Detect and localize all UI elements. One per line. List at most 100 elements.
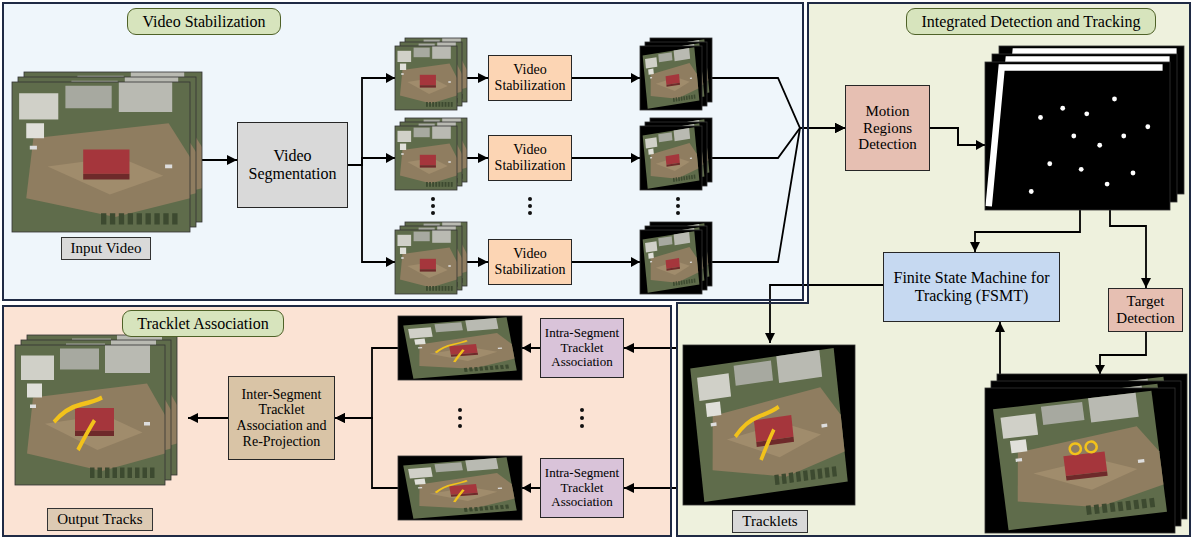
ellipsis-dot	[458, 416, 462, 420]
vehicle	[690, 157, 692, 159]
building	[19, 93, 58, 119]
motion-blob	[1047, 161, 1052, 166]
video-frame	[398, 316, 522, 380]
video-frame	[395, 126, 457, 190]
ellipsis-dot	[528, 211, 532, 215]
tree-row	[832, 466, 837, 477]
tree-row	[426, 286, 428, 291]
warp-ground	[640, 230, 702, 294]
arrow-head	[522, 483, 531, 493]
tree-row	[479, 507, 483, 511]
tree-row	[110, 213, 115, 224]
roof-shadow	[420, 85, 436, 87]
tree-row	[1118, 502, 1124, 512]
building	[645, 57, 657, 68]
vehicle	[30, 146, 37, 150]
tree-row	[817, 468, 822, 479]
building	[706, 402, 722, 417]
building	[414, 339, 425, 345]
tree-row	[451, 182, 453, 187]
box-label: Intra-Segment Tracklet Association	[544, 326, 620, 370]
tree-row	[432, 286, 434, 291]
building	[658, 236, 672, 246]
panel-fill	[2, 305, 672, 537]
tree-row	[691, 175, 693, 179]
track-line	[54, 398, 102, 423]
roof-shadow	[1066, 471, 1108, 480]
tree-row	[90, 468, 95, 479]
motion-blob	[1084, 111, 1089, 116]
vehicle	[418, 347, 422, 349]
motion-ground	[985, 62, 1170, 210]
building	[434, 462, 462, 472]
ellipsis-dot	[580, 408, 584, 412]
tree-row	[484, 366, 488, 370]
building	[414, 48, 430, 58]
tree-row	[445, 182, 447, 187]
ellipsis-dot	[431, 197, 435, 201]
tree-row	[686, 96, 688, 100]
tree-row	[495, 365, 499, 369]
frame-border	[683, 345, 855, 505]
tree-row	[438, 286, 440, 291]
building	[658, 132, 672, 142]
tree-row	[432, 182, 434, 187]
video-frame	[640, 230, 702, 294]
ellipsis-dot	[676, 211, 680, 215]
panel-fill	[2, 2, 804, 301]
vehicle	[690, 77, 692, 79]
vehicle	[401, 73, 403, 75]
vehicle	[498, 487, 502, 489]
ground	[403, 317, 517, 379]
dirt-area	[27, 384, 165, 472]
process-box: Target Detection	[1108, 288, 1183, 332]
video-frame	[15, 345, 165, 485]
connector	[188, 417, 228, 419]
tree-row	[442, 102, 444, 107]
vehicle	[650, 77, 652, 79]
stage-panel: Motion Regions DetectionFinite State Mac…	[676, 2, 1191, 537]
building	[776, 350, 822, 383]
ellipsis-dot	[431, 211, 435, 215]
ellipsis-dot	[580, 416, 584, 420]
ellipsis-dot	[458, 408, 462, 412]
dirt-area	[400, 248, 457, 288]
stage-panel: Input VideoVideo SegmentationVideo Stabi…	[2, 2, 804, 301]
tree-row	[683, 176, 685, 180]
track-line	[452, 490, 466, 502]
building	[465, 458, 498, 471]
tree-row	[1086, 505, 1092, 515]
tree-row	[789, 472, 794, 483]
tree-row	[426, 102, 428, 107]
roof-shadow	[666, 267, 680, 271]
video-frame	[683, 345, 855, 505]
process-box: Intra-Segment Tracklet Association	[540, 458, 624, 518]
warped-frame	[403, 457, 517, 519]
building	[1088, 393, 1139, 423]
tree-row	[429, 286, 431, 291]
process-box: Video Stabilization	[488, 55, 572, 101]
warp-ground	[398, 456, 522, 520]
vehicle	[1015, 458, 1022, 462]
ground	[395, 46, 457, 110]
building	[408, 327, 433, 338]
ground	[12, 82, 190, 232]
box-label: Video Stabilization	[492, 246, 568, 277]
dirt-area	[648, 62, 699, 103]
dirt-area	[400, 144, 457, 184]
tree-row	[442, 182, 444, 187]
tree-row	[678, 97, 680, 101]
arrow-head	[631, 153, 640, 163]
tree-row	[474, 367, 478, 371]
building	[645, 241, 657, 252]
tree-row	[1102, 503, 1108, 513]
panel-fill	[676, 2, 1191, 537]
tree-row	[1133, 500, 1139, 510]
warp-ground	[398, 316, 522, 380]
tree-row	[803, 470, 808, 481]
tree-row	[688, 95, 690, 99]
ellipsis-dot	[528, 197, 532, 201]
vehicle	[448, 161, 450, 163]
warped-frame	[993, 391, 1167, 530]
tree-row	[469, 367, 473, 371]
